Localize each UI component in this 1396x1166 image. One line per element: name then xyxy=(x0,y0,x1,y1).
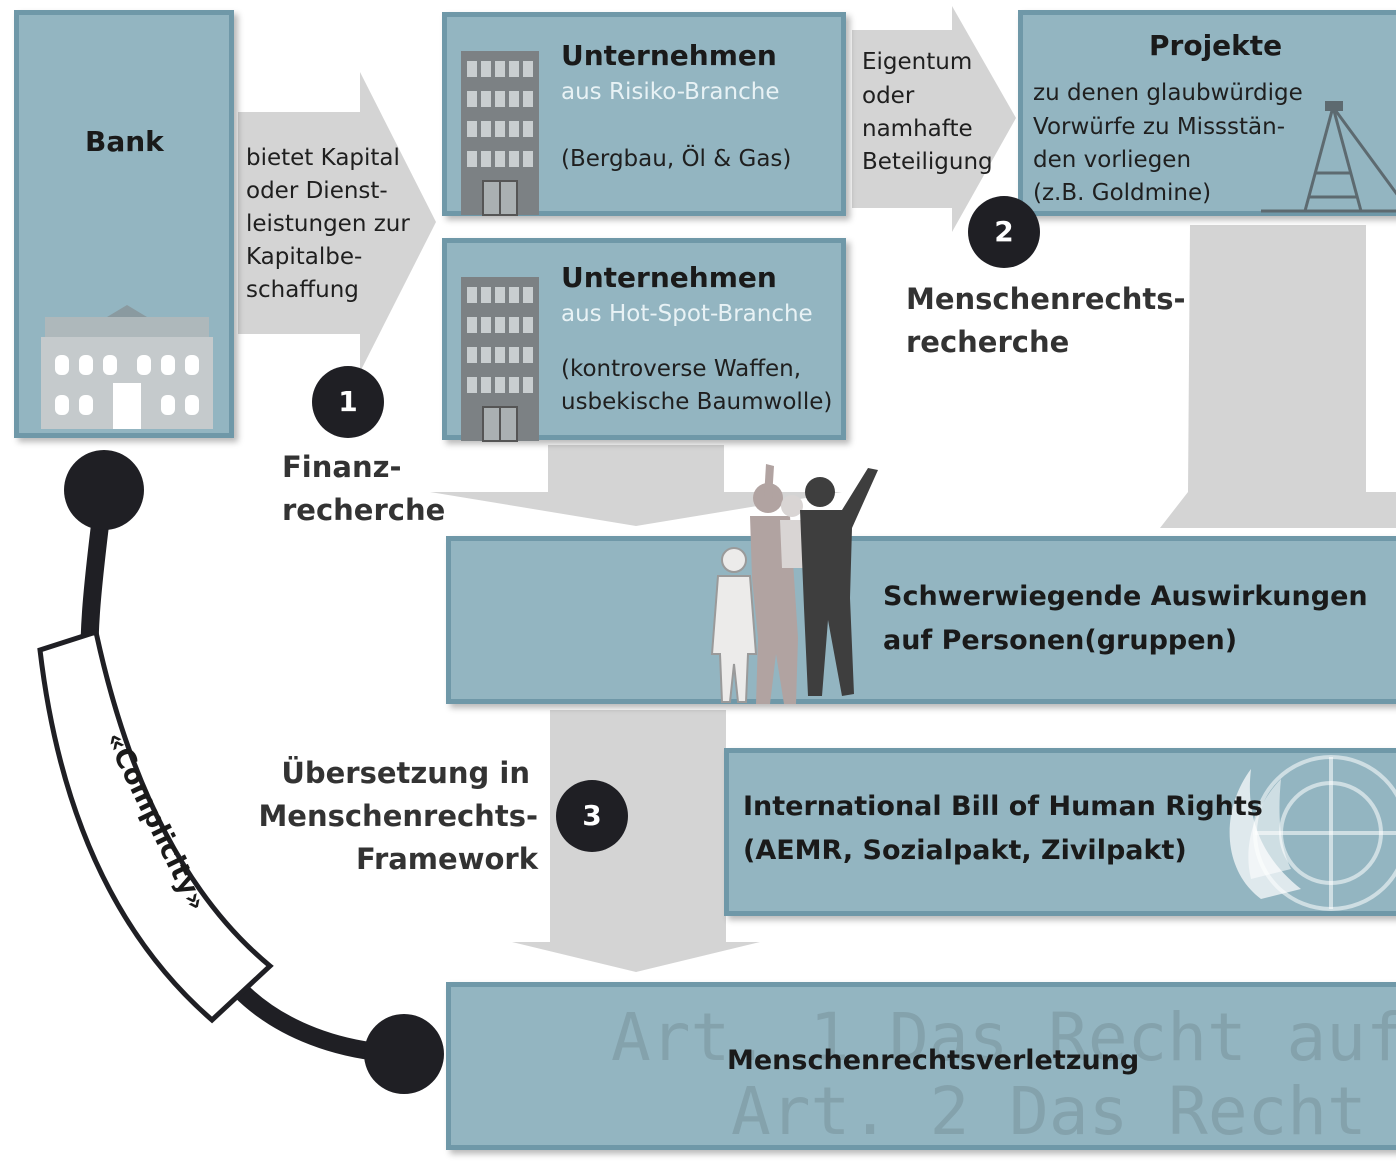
bill-line-2: (AEMR, Sozialpakt, Zivilpakt) xyxy=(743,835,1187,866)
arrow1-line-3: leistungen zur xyxy=(246,211,410,237)
projects-title: Projekte xyxy=(1149,29,1283,62)
company-hotspot-detail-line-2: usbekische Baumwolle) xyxy=(561,389,833,415)
office-building-icon xyxy=(461,51,539,216)
step-3-label-line-2: Menschenrechts- xyxy=(258,799,538,833)
projects-line-1: zu denen glaubwürdige xyxy=(1033,80,1303,106)
bill-line-1: International Bill of Human Rights xyxy=(743,791,1263,822)
arrow1-line-1: bietet Kapital xyxy=(246,145,400,171)
company-hotspot-box: Unternehmen aus Hot-Spot-Branche (kontro… xyxy=(442,238,846,442)
violation-bg-line-2: Art. 2 Das Recht xyxy=(731,1073,1367,1150)
arrow2-line-4: Beteiligung xyxy=(862,149,993,175)
step-3-badge: 3 xyxy=(556,780,628,852)
bill-box: International Bill of Human Rights (AEMR… xyxy=(724,748,1396,916)
company-hotspot-detail-line-1: (kontroverse Waffen, xyxy=(561,356,802,382)
step-2-label-line-2: recherche xyxy=(906,325,1070,359)
mine-tower-icon xyxy=(1261,101,1396,213)
impact-line-2: auf Personen(gruppen) xyxy=(883,625,1238,656)
arrow1-line-5: schaffung xyxy=(246,277,359,303)
company-risk-title: Unternehmen xyxy=(561,39,777,72)
projects-line-4: (z.B. Goldmine) xyxy=(1033,180,1212,206)
office-building-icon-2 xyxy=(461,277,539,442)
company-hotspot-subtitle: aus Hot-Spot-Branche xyxy=(561,301,813,327)
step-2-badge: 2 xyxy=(968,196,1040,268)
projects-line-2: Vorwürfe zu Missstän- xyxy=(1033,114,1286,140)
company-risk-box: Unternehmen aus Risiko-Branche (Bergbau,… xyxy=(442,12,846,216)
impact-line-1: Schwerwiegende Auswirkungen xyxy=(883,581,1368,612)
arrow2-line-2: oder xyxy=(862,83,915,109)
arrow1-line-4: Kapitalbe- xyxy=(246,244,363,270)
step-3-label-line-3: Framework xyxy=(355,842,538,876)
step-1-label-line-1: Finanz- xyxy=(282,450,402,484)
step-2-label-line-1: Menschenrechts- xyxy=(906,282,1186,316)
bank-building-icon xyxy=(41,305,213,429)
projects-box: Projekte zu denen glaubwürdige Vorwürfe … xyxy=(1018,10,1396,216)
projects-line-3: den vorliegen xyxy=(1033,147,1192,173)
step-1-badge: 1 xyxy=(312,366,384,438)
step-3-label-line-1: Übersetzung in xyxy=(281,756,530,790)
arrow1-line-2: oder Dienst- xyxy=(246,178,388,204)
arrow2-line-3: namhafte xyxy=(862,116,973,142)
step-1-label-line-2: recherche xyxy=(282,493,446,527)
bank-title: Bank xyxy=(85,125,164,158)
un-emblem-icon xyxy=(1229,755,1396,911)
bank-box: Bank xyxy=(14,10,234,438)
company-risk-detail: (Bergbau, Öl & Gas) xyxy=(561,146,792,172)
violation-bg-line-1: Art. 1 Das Recht auf xyxy=(611,999,1396,1076)
people-icon xyxy=(710,464,878,704)
company-hotspot-title: Unternehmen xyxy=(561,261,777,294)
company-risk-subtitle: aus Risiko-Branche xyxy=(561,79,780,105)
violation-box: Art. 1 Das Recht auf Art. 2 Das Recht Me… xyxy=(446,982,1396,1150)
arrow2-line-1: Eigentum xyxy=(862,49,973,75)
impact-box: Schwerwiegende Auswirkungen auf Personen… xyxy=(446,536,1396,704)
violation-title: Menschenrechtsverletzung xyxy=(727,1045,1140,1076)
